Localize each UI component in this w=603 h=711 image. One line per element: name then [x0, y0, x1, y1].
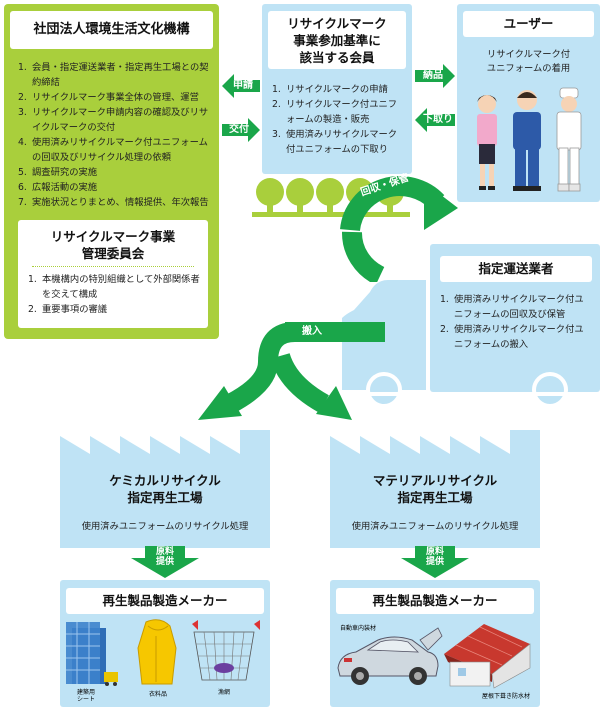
list-item: 2.重要事項の審議 [28, 304, 108, 315]
list-item: 5.調査研究の実施 [18, 167, 98, 178]
raincoat-icon [137, 619, 177, 685]
sheet-label-line1: 建築用 [77, 688, 95, 696]
org-title-text: 社団法人環境生活文化機構 [33, 22, 190, 37]
collect-arrow [340, 176, 458, 282]
list-item: 7.実施状況とりまとめ、情報提供、年次報告 [18, 197, 209, 208]
sheet-label-line2: シート [77, 696, 95, 703]
member-panel: リサイクルマーク 事業参加基準に 該当する会員 1.リサイクルマークの申請 2.… [262, 4, 412, 174]
material-factory-title: マテリアルリサイクル 指定再生工場 [372, 473, 498, 505]
supply-label-right: 原料 提供 [425, 547, 444, 567]
maker-left-panel: 再生製品製造メーカー 建築用 シート 衣料品 [60, 580, 270, 707]
deliver-arrow [415, 64, 455, 88]
supply-arrow-right [401, 546, 469, 578]
list-item: 2.使用済みリサイクルマーク付ユニフォームの搬入 [440, 324, 584, 350]
material-factory-description: 使用済みユニフォームのリサイクル処理 [351, 521, 519, 532]
worker-figure [513, 90, 541, 191]
list-item: 3.リサイクルマーク申請内容の確認及びリサイクルマークの交付 [18, 107, 209, 133]
list-item: 1.本機構内の特別組織として外部関係者を交えて構成 [28, 274, 200, 300]
member-duties-list: 1.リサイクルマークの申請 2.リサイクルマーク付ユニフォームの製造・販売 3.… [272, 82, 406, 157]
tradein-arrow [415, 108, 455, 132]
apply-arrow [222, 74, 260, 98]
list-item: 3.使用済みリサイクルマーク付ユニフォームの下取り [272, 129, 398, 155]
roof-label: 屋根下葺き防水材 [482, 692, 530, 700]
carrier-duties-list: 1.使用済みリサイクルマーク付ユニフォームの回収及び保管 2.使用済みリサイクル… [440, 292, 592, 352]
maker-left-title: 再生製品製造メーカー [66, 588, 264, 614]
net-label: 漁網 [218, 688, 230, 696]
maker-right-title: 再生製品製造メーカー [336, 588, 534, 614]
recycled-products-illustration: 自動車内装材 屋根下葺き防水材 [337, 624, 531, 700]
committee-list: 1.本機構内の特別組織として外部関係者を交えて構成 2.重要事項の審議 [28, 272, 200, 317]
chemical-factory-title: ケミカルリサイクル 指定再生工場 [109, 473, 221, 505]
food-worker-figure [556, 87, 582, 192]
car-label: 自動車内装材 [340, 624, 376, 632]
user-description: リサイクルマーク付 ユニフォームの着用 [486, 49, 571, 74]
carry-in-arrow [198, 322, 385, 420]
woman-figure [477, 95, 497, 190]
member-title: リサイクルマーク 事業参加基準に 該当する会員 [268, 11, 406, 69]
user-title: ユーザー [463, 11, 594, 37]
uniform-people-illustration [477, 87, 582, 192]
list-item: 6.広報活動の実施 [18, 182, 98, 193]
list-item: 1.リサイクルマークの申請 [272, 84, 388, 95]
maker-right-panel: 再生製品製造メーカー 自動車内装材 屋根下葺き防水材 [330, 580, 540, 707]
tradein-label: 下取り [423, 114, 453, 125]
list-item: 1.会員・指定運送業者・指定再生工場との契約締結 [18, 62, 209, 88]
list-item: 1.使用済みリサイクルマーク付ユニフォームの回収及び保管 [440, 294, 584, 320]
fishing-net-icon [192, 620, 260, 681]
supply-arrow-left [131, 546, 199, 578]
car-icon [337, 627, 443, 685]
material-factory-shape [330, 430, 540, 548]
list-item: 2.リサイクルマーク事業全体の管理、運営 [18, 92, 199, 103]
supply-label-left: 原料 提供 [155, 547, 174, 567]
chemical-factory-description: 使用済みユニフォームのリサイクル処理 [81, 521, 249, 532]
apply-label: 申請 [233, 80, 253, 91]
list-item: 4.使用済みリサイクルマーク付ユニフォームの回収及びリサイクル処理の依頼 [18, 137, 208, 163]
org-duties-list: 1.会員・指定運送業者・指定再生工場との契約締結 2.リサイクルマーク事業全体の… [18, 60, 214, 210]
issue-label: 交付 [229, 124, 249, 135]
carrier-title: 指定運送業者 [440, 256, 592, 282]
committee-panel: リサイクルマーク事業 管理委員会 [18, 220, 208, 328]
list-item: 2.リサイクルマーク付ユニフォームの製造・販売 [272, 99, 398, 125]
committee-title: リサイクルマーク事業 管理委員会 [50, 229, 176, 261]
org-panel: 社団法人環境生活文化機構 1.会員・指定運送業者・指定再生工場との契約締結 2.… [4, 4, 219, 339]
carry-in-label: 搬入 [302, 326, 322, 337]
org-title: 社団法人環境生活文化機構 [10, 11, 213, 49]
recycled-products-illustration: 建築用 シート 衣料品 漁網 [66, 619, 260, 703]
user-panel: ユーザー リサイクルマーク付 ユニフォームの着用 [457, 4, 600, 202]
house-roof-icon [444, 624, 531, 689]
chemical-factory-shape [60, 430, 270, 548]
building-sheet-icon [66, 622, 118, 686]
committee-divider [32, 266, 194, 267]
deliver-label: 納品 [423, 70, 443, 81]
clothing-label: 衣料品 [149, 690, 167, 698]
issue-arrow [222, 118, 260, 142]
